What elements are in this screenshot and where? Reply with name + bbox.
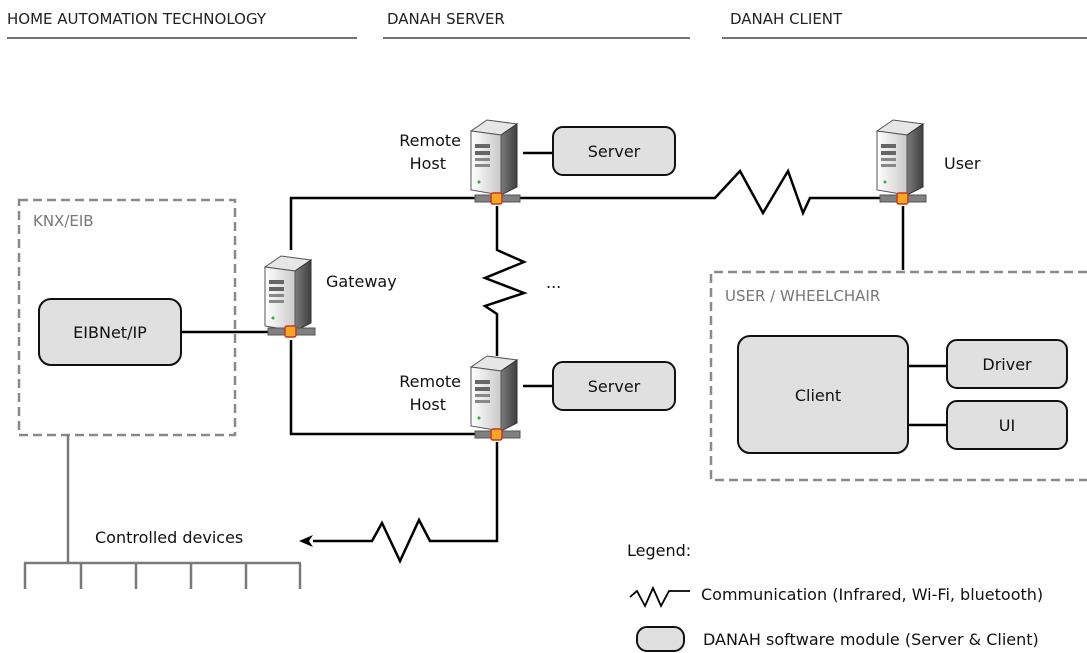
module-eibnet-ip (38, 298, 182, 366)
module-ui-label: UI (999, 416, 1015, 435)
host-user (876, 119, 927, 205)
more-hosts-ellipsis: ... (546, 273, 561, 292)
legend-software-module: DANAH software module (Server & Client) (703, 630, 1039, 649)
legend: Legend: Communication (Infrared, Wi-Fi, … (627, 541, 1043, 652)
module-server-bottom-label: Server (588, 377, 641, 396)
link-wireless-remote-user (517, 168, 880, 217)
controlled-devices-label: Controlled devices (95, 528, 243, 547)
host-remote-top (470, 119, 521, 205)
link-wireless-controlled-devices (299, 442, 499, 564)
module-eibnet-ip-label: EIBNet/IP (73, 323, 147, 342)
remote-bottom-connector-icon (490, 428, 503, 441)
software-module-icon (636, 626, 685, 652)
remote-bottom-computer-icon (470, 355, 518, 432)
module-driver (946, 339, 1068, 389)
module-server-top (552, 126, 676, 176)
group-user-wheelchair-label: USER / WHEELCHAIR (725, 287, 880, 305)
group-knx-eib (17, 198, 237, 437)
module-server-top-label: Server (588, 142, 641, 161)
host-remote-top-label-1: Remote (399, 131, 461, 150)
host-gateway (264, 255, 316, 338)
module-client (737, 335, 909, 454)
gateway-computer-icon (264, 255, 312, 332)
link-gateway-remote-top (289, 196, 477, 250)
header-danah-client: DANAH CLIENT (730, 10, 843, 28)
host-remote-bottom-label-2: Host (410, 395, 446, 414)
group-user-wheelchair (709, 270, 1087, 482)
remote-top-computer-icon (470, 119, 518, 196)
link-wireless-remote-hosts (481, 206, 528, 356)
legend-title: Legend: (627, 541, 691, 560)
host-remote-bottom-label-1: Remote (399, 372, 461, 391)
module-client-label: Client (795, 386, 841, 405)
host-gateway-label: Gateway (326, 272, 397, 291)
header-home-automation: HOME AUTOMATION TECHNOLOGY (7, 10, 267, 28)
module-driver-label: Driver (982, 355, 1032, 374)
user-computer-icon (876, 119, 924, 196)
group-knx-eib-label: KNX/EIB (33, 212, 94, 230)
host-remote-bottom (470, 355, 521, 441)
host-remote-top-label-2: Host (410, 154, 446, 173)
host-user-label: User (944, 154, 981, 173)
user-connector-icon (896, 192, 909, 205)
remote-top-connector-icon (490, 192, 503, 205)
connections (180, 151, 947, 564)
link-gateway-remote-bottom (289, 340, 477, 436)
communication-zigzag-icon (629, 585, 690, 609)
legend-communication: Communication (Infrared, Wi-Fi, bluetoot… (701, 585, 1043, 604)
device-bus (23, 435, 302, 589)
gateway-connector-icon (284, 325, 297, 338)
column-headers: HOME AUTOMATION TECHNOLOGY DANAH SERVER … (7, 10, 1087, 39)
module-server-bottom (552, 361, 676, 411)
header-danah-server: DANAH SERVER (387, 10, 505, 28)
module-ui (946, 400, 1068, 450)
